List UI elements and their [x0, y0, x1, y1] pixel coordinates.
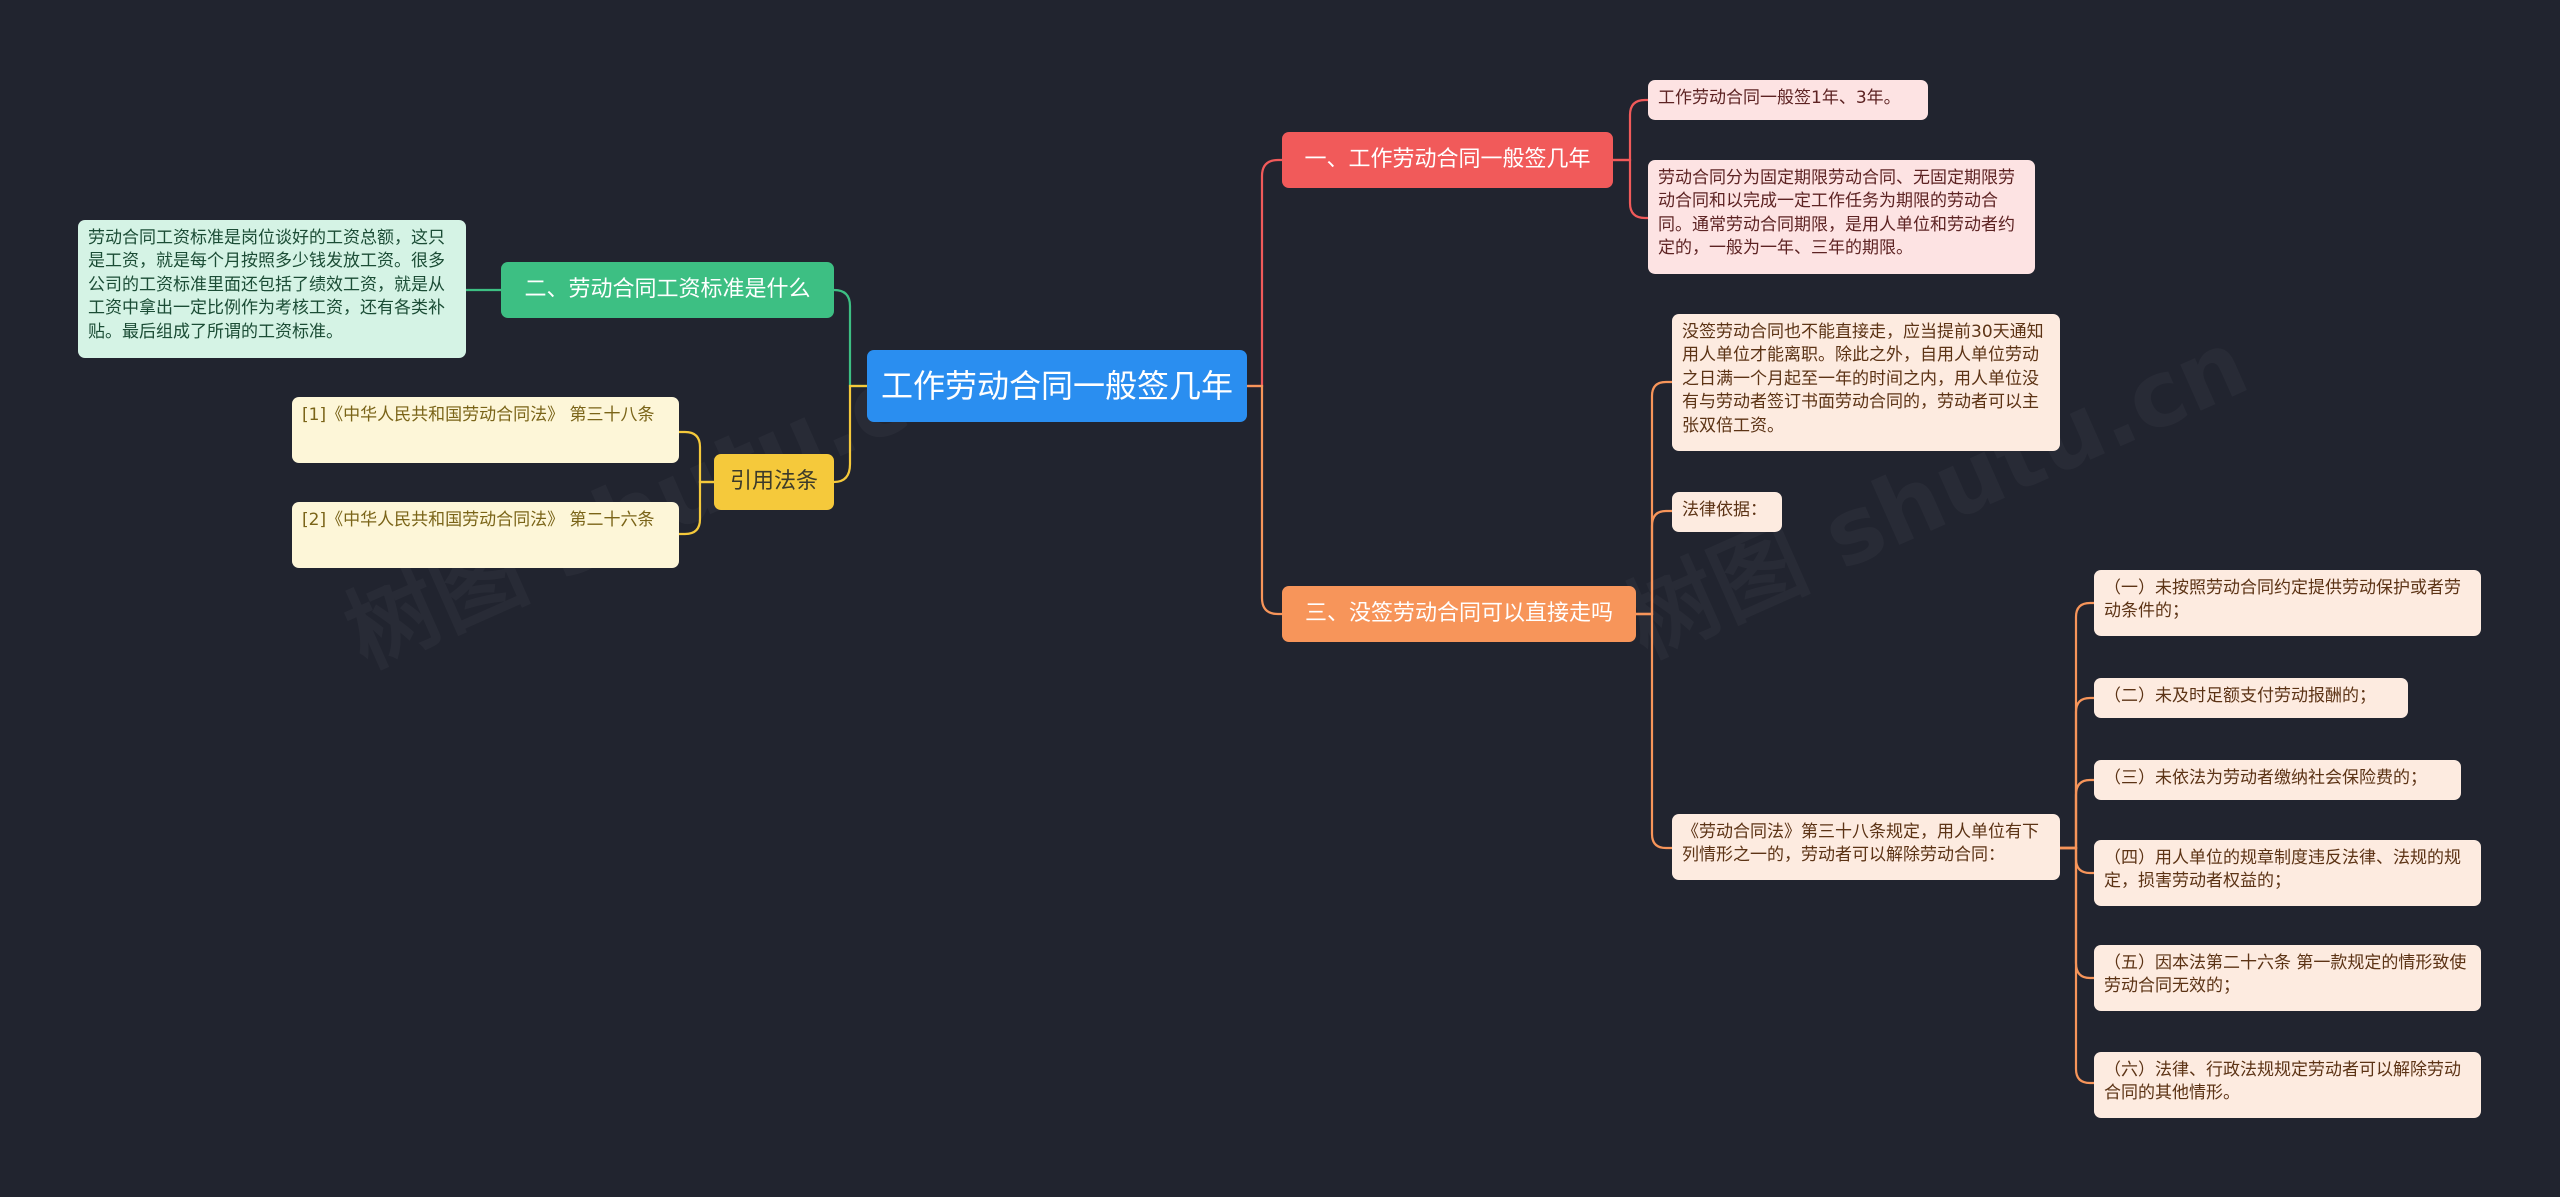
link-root-b4: [833, 384, 867, 484]
leaf-leave-1[interactable]: 没签劳动合同也不能直接走，应当提前30天通知用人单位才能离职。除此之外，自用人单…: [1672, 314, 2060, 451]
link-sub6: [2060, 846, 2094, 1085]
leaf-cited-law-2[interactable]: [2]《中华人民共和国劳动合同法》 第二十六条: [292, 502, 679, 568]
link-b3-leaf1: [1636, 380, 1672, 616]
branch-contract-term[interactable]: 一、工作劳动合同一般签几年: [1282, 132, 1613, 188]
link-b1-leaf2: [1613, 158, 1648, 220]
link-b3-leaf3: [1636, 612, 1672, 850]
branch-cited-laws[interactable]: 引用法条: [714, 454, 834, 510]
branch-leave-without-contract[interactable]: 三、没签劳动合同可以直接走吗: [1282, 586, 1636, 642]
link-b4-leaf1: [679, 430, 714, 484]
subleaf-article-38-5[interactable]: （五）因本法第二十六条 第一款规定的情形致使劳动合同无效的；: [2094, 945, 2481, 1011]
leaf-cited-law-1[interactable]: [1]《中华人民共和国劳动合同法》 第三十八条: [292, 397, 679, 463]
link-root-b1: [1247, 158, 1282, 388]
link-b1-leaf1: [1613, 98, 1648, 162]
link-root-b2: [833, 288, 867, 388]
link-sub2: [2060, 696, 2094, 850]
subleaf-article-38-6[interactable]: （六）法律、行政法规规定劳动者可以解除劳动合同的其他情形。: [2094, 1052, 2481, 1118]
subleaf-article-38-3[interactable]: （三）未依法为劳动者缴纳社会保险费的；: [2094, 760, 2461, 800]
branch-wage-standard[interactable]: 二、劳动合同工资标准是什么: [501, 262, 834, 318]
leaf-contract-term-2[interactable]: 劳动合同分为固定期限劳动合同、无固定期限劳动合同和以完成一定工作任务为期限的劳动…: [1648, 160, 2035, 274]
link-root-b3: [1247, 384, 1282, 616]
link-b4-leaf2: [679, 480, 714, 536]
link-sub1: [2060, 601, 2094, 850]
root-topic[interactable]: 工作劳动合同一般签几年: [867, 350, 1247, 422]
leaf-legal-basis[interactable]: 法律依据：: [1672, 492, 1782, 532]
leaf-article-38[interactable]: 《劳动合同法》第三十八条规定，用人单位有下列情形之一的，劳动者可以解除劳动合同：: [1672, 814, 2060, 880]
link-sub3: [2060, 778, 2094, 850]
link-b3-leaf2: [1636, 509, 1672, 616]
leaf-contract-term-1[interactable]: 工作劳动合同一般签1年、3年。: [1648, 80, 1928, 120]
subleaf-article-38-4[interactable]: （四）用人单位的规章制度违反法律、法规的规定，损害劳动者权益的；: [2094, 840, 2481, 906]
leaf-wage-standard-1[interactable]: 劳动合同工资标准是岗位谈好的工资总额，这只是工资，就是每个月按照多少钱发放工资。…: [78, 220, 466, 358]
subleaf-article-38-1[interactable]: （一）未按照劳动合同约定提供劳动保护或者劳动条件的；: [2094, 570, 2481, 636]
subleaf-article-38-2[interactable]: （二）未及时足额支付劳动报酬的；: [2094, 678, 2408, 718]
